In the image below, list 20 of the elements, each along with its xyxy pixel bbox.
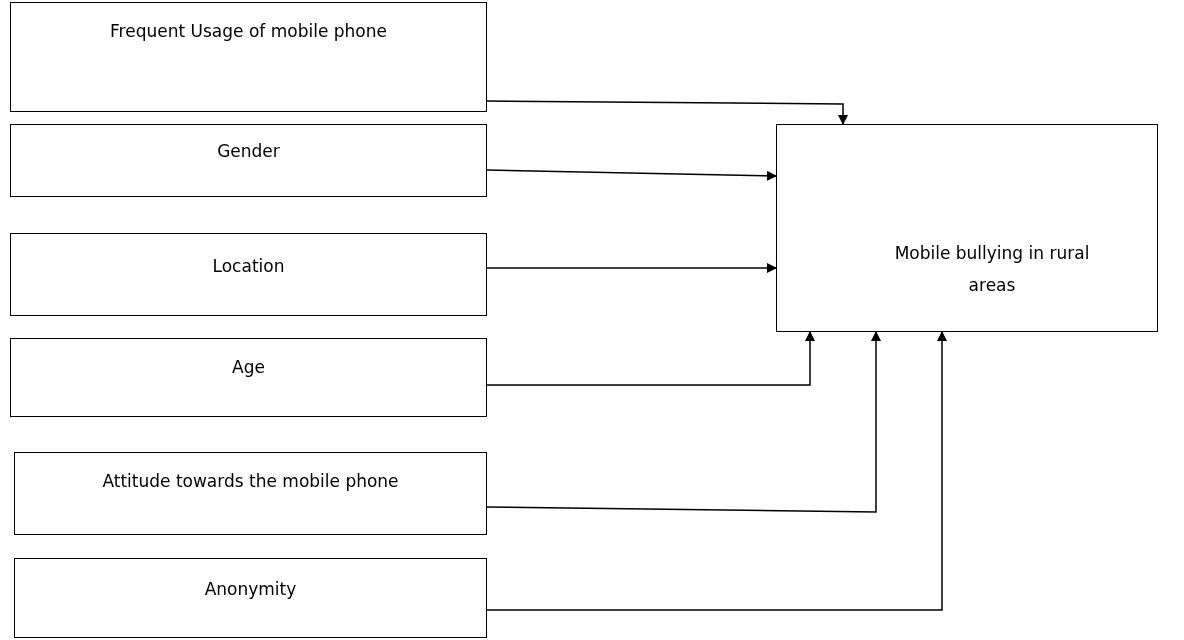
- factor-box: [14, 558, 487, 638]
- box-label: Frequent Usage of mobile phone: [109, 21, 388, 41]
- factor-box: [10, 338, 487, 417]
- outcome-box: [776, 124, 1158, 332]
- arrow: [486, 331, 815, 386]
- arrow: [486, 169, 777, 181]
- factor-box: [10, 233, 487, 316]
- factor-box: [14, 452, 487, 535]
- arrow: [486, 331, 881, 513]
- box-label: Attitude towards the mobile phone: [101, 471, 400, 491]
- box-label: Age: [231, 357, 266, 377]
- box-label: Gender: [216, 141, 281, 161]
- box-label: Mobile bullying in rural areas: [893, 242, 1091, 298]
- arrow: [486, 100, 848, 125]
- factor-box: [10, 2, 487, 112]
- box-label: Anonymity: [203, 579, 298, 599]
- box-label: Location: [211, 256, 286, 276]
- arrow: [486, 331, 947, 611]
- arrow: [486, 263, 777, 273]
- factor-box: [10, 124, 487, 197]
